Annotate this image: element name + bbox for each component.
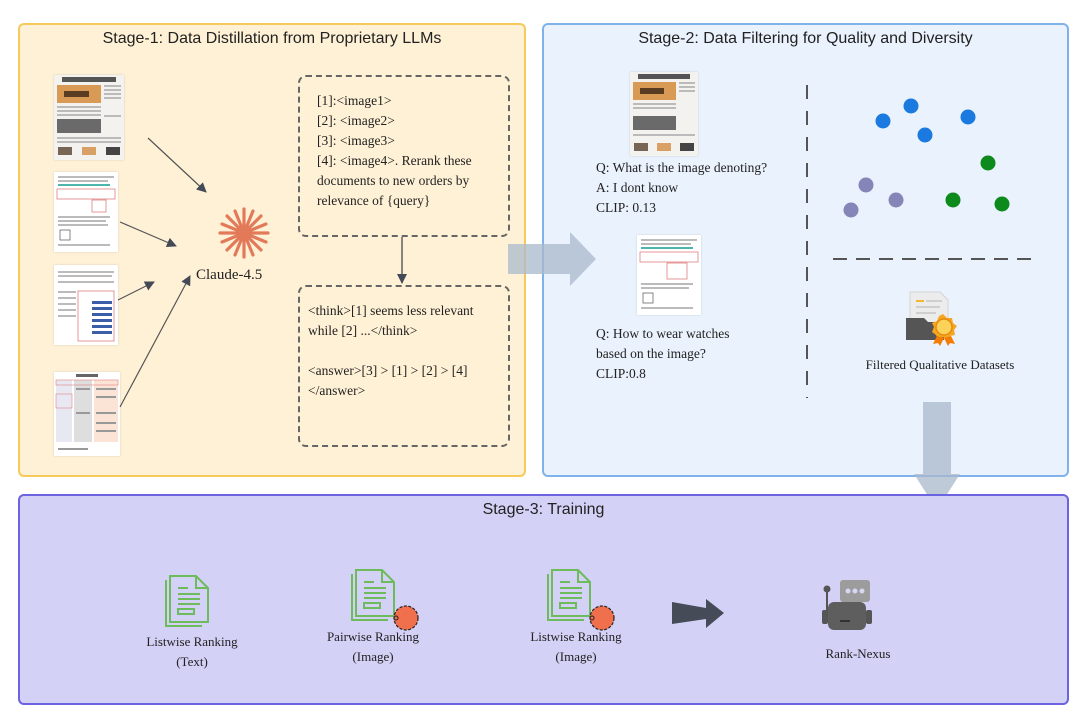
table-thumbnail bbox=[54, 372, 120, 456]
response-line: while [2] ...</think> bbox=[308, 323, 418, 338]
sample2-question-cont: based on the image? bbox=[596, 346, 706, 361]
newspaper-thumbnail bbox=[54, 75, 124, 160]
prompt-line: [2]: <image2> bbox=[317, 113, 395, 128]
prompt-text: [1]:<image1> [2]: <image2> [3]: <image3>… bbox=[317, 91, 472, 211]
prompt-box: [1]:<image1> [2]: <image2> [3]: <image3>… bbox=[298, 75, 510, 237]
cluster-point-green bbox=[994, 196, 1010, 212]
sample2-text: Q: How to wear watches based on the imag… bbox=[596, 324, 729, 384]
sample1-text: Q: What is the image denoting? A: I dont… bbox=[596, 158, 767, 218]
robot-icon bbox=[822, 580, 872, 630]
document-icon bbox=[165, 575, 209, 627]
training-item-text: Listwise Ranking (Image) bbox=[516, 627, 636, 667]
dataset-badge-icon bbox=[906, 291, 957, 346]
report-thumbnail bbox=[54, 265, 118, 345]
training-item-sublabel: (Image) bbox=[555, 649, 597, 664]
cluster-point-blue bbox=[903, 98, 919, 114]
model-label: Claude-4.5 bbox=[196, 267, 263, 283]
training-item-text: Listwise Ranking (Text) bbox=[132, 632, 252, 672]
response-box: <think>[1] seems less relevant while [2]… bbox=[298, 285, 510, 447]
cluster-point-blue bbox=[917, 127, 933, 143]
prompt-line: relevance of {query} bbox=[317, 193, 431, 208]
sample2-clip-score: CLIP:0.8 bbox=[596, 366, 646, 381]
training-item-label: Listwise Ranking bbox=[530, 629, 622, 644]
manual-page-icon bbox=[639, 239, 699, 309]
cluster-point-green bbox=[945, 192, 961, 208]
response-line: </answer> bbox=[308, 383, 366, 398]
response-line: <think>[1] seems less relevant bbox=[308, 303, 474, 318]
cluster-point-purple bbox=[858, 177, 874, 193]
prompt-line: [1]:<image1> bbox=[317, 93, 392, 108]
arrow-doc1-to-model bbox=[147, 137, 207, 193]
prompt-line: [4]: <image4>. Rerank these bbox=[317, 153, 472, 168]
sample2-question: Q: How to wear watches bbox=[596, 326, 730, 341]
sample1-answer: A: I dont know bbox=[596, 180, 679, 195]
training-item-text: Pairwise Ranking (Image) bbox=[313, 627, 433, 667]
cluster-point-purple bbox=[843, 202, 859, 218]
prompt-line: documents to new orders by bbox=[317, 173, 470, 188]
training-item-sublabel: (Image) bbox=[352, 649, 394, 664]
stage1-to-stage2-arrow bbox=[508, 232, 596, 286]
response-line: <answer>[3] > [1] > [2] > [4] bbox=[308, 363, 468, 378]
cluster-point-green bbox=[980, 155, 996, 171]
stage2-to-stage3-arrow bbox=[914, 402, 960, 510]
dataset-label: Filtered Qualitative Datasets bbox=[865, 357, 1015, 372]
image-badge-icon bbox=[393, 605, 419, 631]
model-output-label: Rank-Nexus bbox=[825, 646, 891, 661]
training-to-model-arrow bbox=[672, 599, 724, 628]
stage3-title: Stage-3: Training bbox=[482, 501, 605, 518]
cluster-point-blue bbox=[960, 109, 976, 125]
sample1-question: Q: What is the image denoting? bbox=[596, 160, 768, 175]
manual-page-icon bbox=[56, 176, 116, 246]
arrow-doc2-to-model bbox=[119, 221, 177, 248]
arrow-doc4-to-model bbox=[119, 275, 191, 408]
newspaper-icon bbox=[630, 72, 698, 156]
training-item-label: Listwise Ranking bbox=[146, 634, 238, 649]
stage1-title: Stage-1: Data Distillation from Propriet… bbox=[102, 30, 442, 47]
newspaper-icon bbox=[54, 75, 124, 160]
cluster-point-blue bbox=[875, 113, 891, 129]
prompt-line: [3]: <image3> bbox=[317, 133, 395, 148]
cluster-point-purple bbox=[888, 192, 904, 208]
sample1-thumbnail bbox=[630, 72, 698, 156]
comparison-table-icon bbox=[55, 374, 119, 450]
claude-logo-icon bbox=[218, 207, 270, 259]
image-badge-icon bbox=[589, 605, 615, 631]
stage2-title: Stage-2: Data Filtering for Quality and … bbox=[638, 30, 973, 47]
manual-thumbnail bbox=[54, 172, 118, 252]
sample1-clip-score: CLIP: 0.13 bbox=[596, 200, 657, 215]
stage2-panel: Stage-2: Data Filtering for Quality and … bbox=[542, 23, 1069, 477]
training-item-label: Pairwise Ranking bbox=[326, 629, 420, 644]
cluster-scatter bbox=[843, 98, 1010, 218]
arrow-doc3-to-model bbox=[117, 281, 155, 301]
training-item-sublabel: (Text) bbox=[176, 654, 208, 669]
sample2-thumbnail bbox=[637, 235, 701, 315]
document-image-icon bbox=[351, 569, 419, 631]
response-text: <think>[1] seems less relevant while [2]… bbox=[308, 301, 474, 401]
document-image-icon bbox=[547, 569, 615, 631]
report-chart-icon bbox=[58, 271, 115, 342]
